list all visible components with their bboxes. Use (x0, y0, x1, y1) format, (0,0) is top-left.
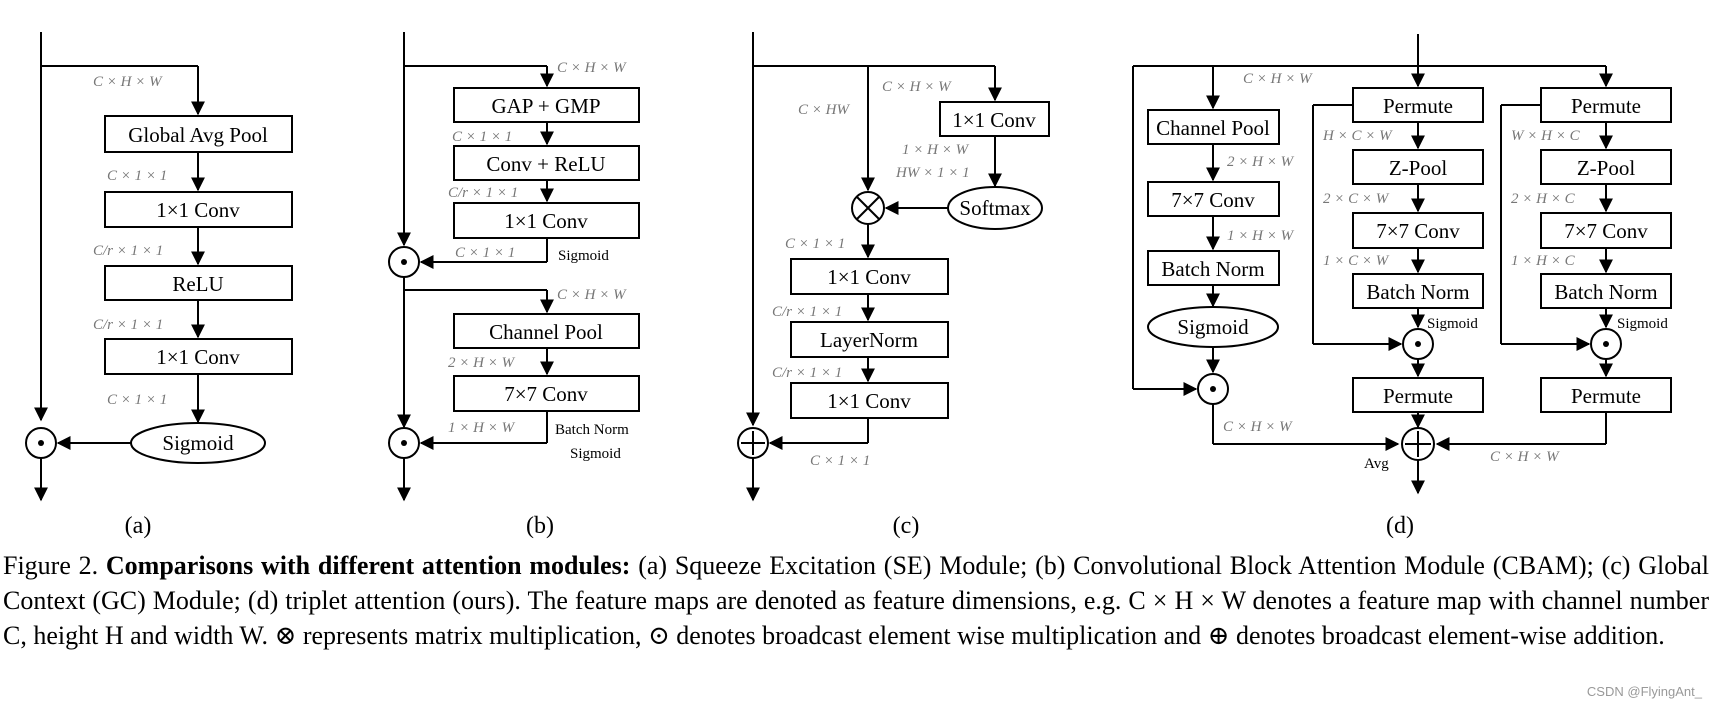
box-a-relu (104, 265, 293, 301)
box-c-layernorm (790, 321, 949, 358)
dim-a-2: C/r × 1 × 1 (93, 243, 163, 259)
box-d-channel-pool (1147, 109, 1280, 145)
label-d-12: Permute (1571, 384, 1641, 408)
dim-c-3: HW × 1 × 1 (895, 165, 970, 181)
dim-a-4: C × 1 × 1 (107, 392, 167, 408)
label-d-1: 7×7 Conv (1171, 188, 1255, 212)
box-b-gap-gmp (453, 87, 640, 123)
dim-a-3: C/r × 1 × 1 (93, 317, 163, 333)
note-d-sigmoid-1: Sigmoid (1427, 316, 1478, 332)
box-c-conv2 (790, 382, 949, 419)
label-c-2: LayerNorm (820, 328, 918, 352)
dim-d-6: W × H × C (1511, 128, 1581, 144)
dim-b-5: 2 × H × W (448, 355, 516, 371)
caption-prefix: Figure 2. (3, 551, 99, 580)
label-d-3: Permute (1383, 94, 1453, 118)
label-c-1: 1×1 Conv (827, 265, 911, 289)
box-b-channel-pool (453, 313, 640, 349)
label-a-0: Global Avg Pool (128, 123, 268, 147)
label-b-0: GAP + GMP (491, 94, 600, 118)
label-a-1: 1×1 Conv (156, 198, 240, 222)
attention-modules-diagram: C × H × W Global Avg Pool C × 1 × 1 1×1 … (25, 32, 1672, 539)
dim-c-2: 1 × H × W (902, 142, 970, 158)
sublabel-b: (b) (526, 513, 554, 539)
dim-c-5: C/r × 1 × 1 (772, 304, 842, 320)
dim-d-3: H × C × W (1322, 128, 1393, 144)
dim-d-7: 2 × H × C (1511, 191, 1576, 207)
label-a-sigmoid: Sigmoid (162, 431, 234, 455)
dim-c-4: C × 1 × 1 (785, 236, 845, 252)
label-d-9: Z-Pool (1577, 156, 1636, 180)
label-d-11: Batch Norm (1554, 280, 1657, 304)
dim-c-0: C × HW (798, 102, 850, 118)
dim-b-6: 1 × H × W (448, 420, 516, 436)
label-d-4: Z-Pool (1389, 156, 1448, 180)
dim-b-2: C/r × 1 × 1 (448, 185, 518, 201)
dim-d-9: C × H × W (1223, 419, 1293, 435)
caption-title: Comparisons with different attention mod… (105, 551, 631, 580)
box-a-global-avg-pool (104, 115, 293, 153)
figure-caption: Figure 2. Comparisons with different att… (3, 548, 1709, 653)
box-c-conv-softmax-branch (939, 101, 1050, 137)
panel-c: C × HW C × H × W 1×1 Conv 1 × H × W HW ×… (737, 32, 1050, 539)
note-d-sigmoid-2: Sigmoid (1617, 316, 1668, 332)
box-d-conv7-1 (1147, 181, 1280, 217)
sublabel-a: (a) (125, 513, 152, 539)
note-b-sigmoid-2: Sigmoid (570, 446, 621, 462)
dim-c-1: C × H × W (882, 79, 952, 95)
dim-b-0: C × H × W (557, 60, 627, 76)
dim-c-7: C × 1 × 1 (810, 453, 870, 469)
dim-d-1: 2 × H × W (1227, 154, 1295, 170)
label-b-4: 7×7 Conv (504, 382, 588, 406)
label-c-0: 1×1 Conv (952, 108, 1036, 132)
dim-d-10: C × H × W (1490, 449, 1560, 465)
box-d-conv7-3 (1540, 212, 1672, 249)
caption-body: (a) Squeeze Excitation (SE) Module; (b) … (3, 551, 1709, 650)
watermark: CSDN @FlyingAnt_ (1586, 684, 1702, 699)
label-d-8: Permute (1571, 94, 1641, 118)
dim-b-1: C × 1 × 1 (452, 129, 512, 145)
dim-d-5: 1 × C × W (1323, 253, 1390, 269)
box-b-conv7 (453, 375, 640, 412)
panel-b: C × H × W GAP + GMP C × 1 × 1 Conv + ReL… (388, 32, 640, 539)
label-b-3: Channel Pool (489, 320, 603, 344)
label-d-sigmoid: Sigmoid (1177, 315, 1249, 339)
label-a-3: 1×1 Conv (156, 345, 240, 369)
label-d-7: Permute (1383, 384, 1453, 408)
note-d-avg: Avg (1364, 456, 1389, 472)
box-b-conv1 (453, 202, 640, 239)
dim-b-3: C × 1 × 1 (455, 245, 515, 261)
box-d-zpool-2 (1540, 149, 1672, 185)
label-a-2: ReLU (172, 272, 223, 296)
dim-c-6: C/r × 1 × 1 (772, 365, 842, 381)
sublabel-d: (d) (1386, 513, 1414, 539)
dim-b-4: C × H × W (557, 287, 627, 303)
label-b-2: 1×1 Conv (504, 209, 588, 233)
label-c-softmax: Softmax (959, 196, 1031, 220)
label-d-5: 7×7 Conv (1376, 219, 1460, 243)
dim-d-2: 1 × H × W (1227, 228, 1295, 244)
note-b-sigmoid-1: Sigmoid (558, 248, 609, 264)
dim-d-4: 2 × C × W (1323, 191, 1390, 207)
box-d-batch-norm-2 (1352, 273, 1484, 309)
label-b-1: Conv + ReLU (486, 152, 605, 176)
label-d-10: 7×7 Conv (1564, 219, 1648, 243)
note-b-batch-norm: Batch Norm (555, 422, 629, 438)
dim-d-8: 1 × H × C (1511, 253, 1576, 269)
box-d-batch-norm-3 (1540, 273, 1672, 309)
dim-a-1: C × 1 × 1 (107, 168, 167, 184)
dim-a-0: C × H × W (93, 74, 163, 90)
sublabel-c: (c) (893, 513, 920, 539)
panel-d: C × H × W Channel Pool 2 × H × W 7×7 Con… (1132, 34, 1672, 539)
dim-d-0: C × H × W (1243, 71, 1313, 87)
label-c-3: 1×1 Conv (827, 389, 911, 413)
panel-a: C × H × W Global Avg Pool C × 1 × 1 1×1 … (25, 32, 293, 539)
box-c-conv1 (790, 258, 949, 295)
label-d-0: Channel Pool (1156, 116, 1270, 140)
label-d-6: Batch Norm (1366, 280, 1469, 304)
label-d-2: Batch Norm (1161, 257, 1264, 281)
